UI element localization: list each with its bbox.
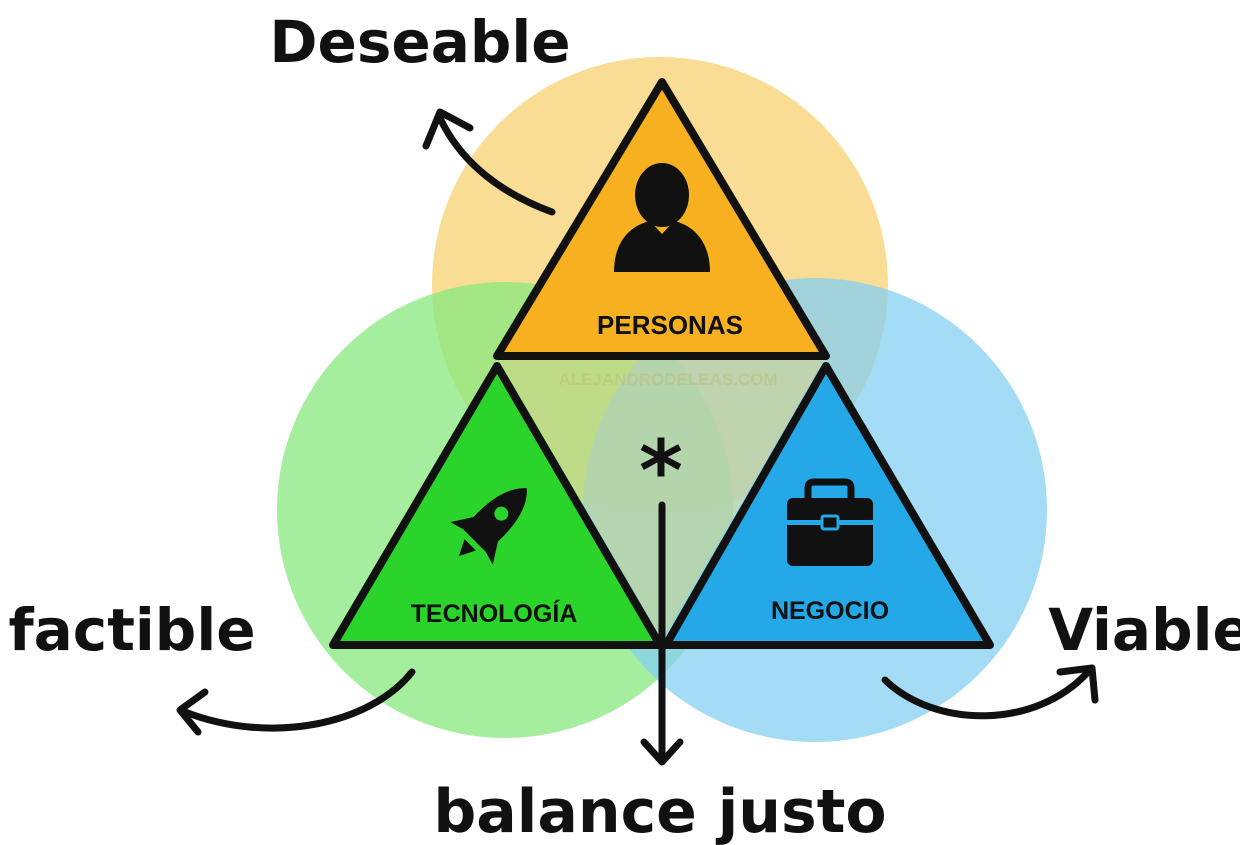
person-icon bbox=[614, 163, 710, 272]
arrow-deseable bbox=[422, 108, 556, 216]
triangle-label-tecnologia: TECNOLOGÍA bbox=[411, 599, 578, 628]
triangle-center bbox=[497, 356, 826, 640]
label-balance-justo: balance justo bbox=[433, 777, 886, 845]
label-viable: Viable bbox=[1048, 596, 1240, 664]
arrow-balance bbox=[640, 501, 684, 766]
briefcase-icon bbox=[787, 478, 873, 566]
triangle-label-negocio: NEGOCIO bbox=[771, 597, 889, 625]
triangle-label-personas: PERSONAS bbox=[597, 310, 743, 340]
label-deseable: Deseable bbox=[269, 8, 570, 76]
arrow-factible bbox=[176, 668, 416, 736]
label-factible: factible bbox=[8, 596, 255, 664]
watermark-text: ALEJANDRODELEAS.COM bbox=[558, 370, 777, 389]
arrow-viable bbox=[881, 664, 1099, 720]
